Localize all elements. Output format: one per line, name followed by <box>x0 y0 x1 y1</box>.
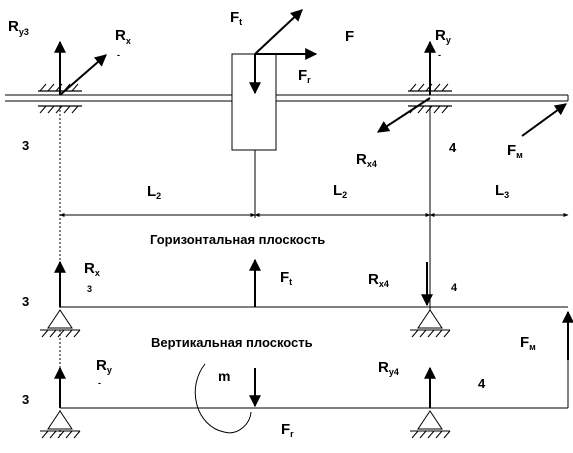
dim-l3: L3 <box>495 182 509 200</box>
label-fm: Fм <box>507 142 523 160</box>
label-support-4-top: 4 <box>449 140 457 155</box>
label-dash-vertical: - <box>98 378 101 388</box>
label-support-4-vertical: 4 <box>478 376 486 391</box>
label-dash-1: - <box>117 50 120 60</box>
dimension-lines: L2 L2 L3 <box>59 182 569 217</box>
fm-arrow <box>521 103 567 137</box>
label-moment-m: m <box>218 368 230 384</box>
top-shaft-view: Ry3 Rx - Ft F Fr Ry - Rx4 Fм 3 4 <box>5 9 569 169</box>
label-ry3: Ry3 <box>8 18 29 37</box>
support-right-vertical <box>410 410 451 439</box>
label-dash-2: - <box>438 50 441 60</box>
label-fr: Fr <box>298 67 311 85</box>
label-rx-small-3: 3 <box>87 284 92 294</box>
rx-arrow <box>59 54 107 96</box>
rx4-arrow <box>376 97 431 133</box>
label-rx4-horizontal: Rx4 <box>368 271 389 289</box>
label-rx: Rx <box>115 27 131 46</box>
moment-arc <box>194 363 252 434</box>
label-ry: Ry <box>435 27 451 45</box>
label-ft-horizontal: Ft <box>280 269 292 287</box>
support-left-horizontal <box>40 309 81 338</box>
label-support-3-top: 3 <box>22 138 29 153</box>
label-support-3-vertical: 3 <box>22 392 29 407</box>
label-support-4-horizontal: 4 <box>451 282 458 294</box>
label-fm-vertical: Fм <box>520 334 536 352</box>
horizontal-plane-title: Горизонтальная плоскость <box>150 232 325 247</box>
label-ft: Ft <box>230 9 242 27</box>
ft-arrow <box>254 9 303 55</box>
label-ry4-vertical: Ry4 <box>378 359 399 377</box>
vertical-plane-title: Вертикальная плоскость <box>151 335 313 350</box>
support-left-vertical <box>40 410 81 439</box>
label-rx-horizontal: Rx <box>84 260 100 278</box>
dim-l2-first: L2 <box>147 183 161 201</box>
dim-l2-second: L2 <box>333 182 347 200</box>
label-ry-vertical: Ry <box>96 357 112 375</box>
label-support-3-horizontal: 3 <box>22 294 29 309</box>
label-fr-vertical: Fr <box>281 421 294 439</box>
label-rx4: Rx4 <box>356 151 377 169</box>
label-f: F <box>345 28 354 45</box>
horizontal-plane-scheme: Горизонтальная плоскость Rx 3 <box>22 232 568 338</box>
support-right-horizontal <box>410 309 451 338</box>
vertical-plane-scheme: Вертикальная плоскость <box>22 310 573 439</box>
